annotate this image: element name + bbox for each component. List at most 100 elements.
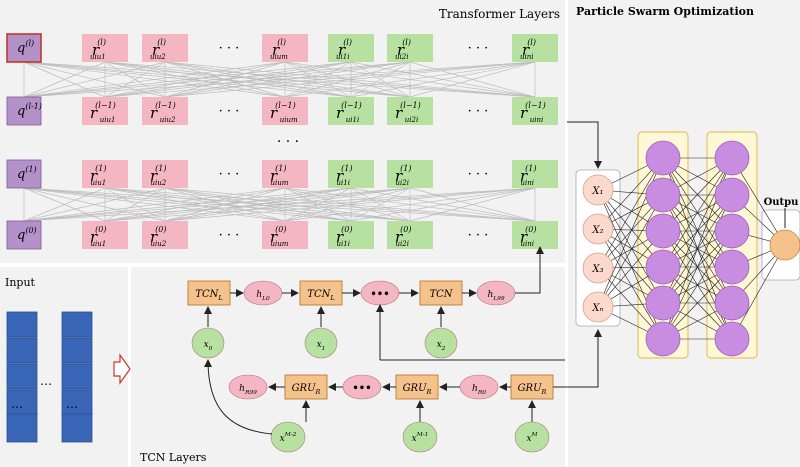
item-embedding-box bbox=[512, 97, 558, 125]
r-label: r(0)uiu1 bbox=[90, 225, 107, 248]
hidden-node-layer-2 bbox=[714, 177, 750, 213]
input-block bbox=[61, 389, 93, 416]
row-ellipsis: · · · bbox=[468, 41, 489, 56]
residual-arrow bbox=[204, 359, 273, 435]
hidden-node-layer-1 bbox=[645, 285, 681, 321]
r-label: r(1)ui2i bbox=[395, 164, 412, 187]
attention-connections bbox=[23, 61, 536, 222]
pso-input-label: X₃ bbox=[591, 264, 603, 275]
input-node-x1-label: x1 bbox=[317, 340, 326, 352]
input-dots-2: … bbox=[11, 397, 23, 411]
gru-box-3-label: GRUR bbox=[518, 383, 547, 396]
input-to-tcn-arrow bbox=[113, 353, 131, 385]
item-embedding-box bbox=[387, 97, 433, 125]
attention-line bbox=[23, 61, 536, 98]
attention-line bbox=[164, 187, 411, 222]
pso-edge bbox=[662, 230, 733, 340]
q-box bbox=[6, 159, 42, 189]
r-label: r(1)uini bbox=[520, 164, 537, 187]
pso-edge bbox=[731, 244, 786, 340]
input-node-xm-label: xM bbox=[526, 432, 538, 444]
attention-line bbox=[409, 61, 536, 98]
input-block bbox=[6, 311, 38, 338]
attention-line bbox=[164, 187, 286, 222]
q-label: q(0) bbox=[17, 226, 37, 243]
attention-line bbox=[164, 61, 286, 98]
r-label: r(0)uiu2 bbox=[150, 225, 167, 248]
user-embedding-box bbox=[142, 160, 188, 188]
pso-edge bbox=[597, 228, 664, 340]
tcn-to-transformer-arrow bbox=[515, 246, 544, 294]
input-node-xm1-label: xM-1 bbox=[412, 432, 429, 444]
tcn-box-1-label: TCNL bbox=[195, 289, 222, 302]
transformer-title: Transformer Layers bbox=[439, 7, 560, 21]
hidden-node-layer-2 bbox=[714, 140, 750, 176]
user-embedding-box bbox=[82, 34, 128, 62]
attention-line bbox=[350, 61, 411, 98]
input-blocks bbox=[6, 311, 93, 443]
dots-node-bottom-label: ••• bbox=[352, 383, 371, 394]
attention-line bbox=[104, 187, 286, 222]
input-node-x2 bbox=[424, 327, 458, 359]
input-node-x2-label: x2 bbox=[437, 340, 446, 352]
tcn-title: TCN Layers bbox=[140, 451, 207, 464]
attention-line bbox=[23, 187, 411, 222]
hidden-node-layer-1 bbox=[645, 321, 681, 357]
input-block bbox=[61, 311, 93, 338]
attention-line bbox=[104, 187, 352, 222]
attention-line bbox=[23, 61, 411, 98]
attention-line bbox=[104, 61, 352, 98]
item-embedding-box bbox=[387, 34, 433, 62]
attention-line bbox=[409, 187, 536, 222]
hidden-node-layer-1 bbox=[645, 140, 681, 176]
r-label: r(l−1)uium bbox=[270, 101, 298, 124]
item-embedding-box bbox=[512, 221, 558, 249]
pso-input-node bbox=[582, 174, 614, 206]
input-block bbox=[61, 337, 93, 364]
user-embedding-box bbox=[142, 34, 188, 62]
attention-line bbox=[23, 187, 286, 222]
user-embedding-box bbox=[82, 160, 128, 188]
row-ellipsis: · · · bbox=[219, 167, 240, 182]
q-box bbox=[6, 33, 42, 63]
attention-line bbox=[104, 61, 286, 98]
item-embedding-box bbox=[328, 97, 374, 125]
user-embedding-box bbox=[262, 221, 308, 249]
q-box bbox=[6, 96, 42, 126]
hidden-node-layer-1 bbox=[645, 213, 681, 249]
pso-edge bbox=[597, 189, 664, 304]
pso-edge bbox=[662, 157, 733, 268]
q-label: q(1) bbox=[17, 165, 37, 182]
attention-line bbox=[23, 61, 106, 98]
hidden-node-layer-2 bbox=[714, 249, 750, 285]
r-label: r(l)uium bbox=[270, 38, 288, 61]
pso-input-label: X₂ bbox=[591, 225, 603, 236]
r-label: r(1)uiu1 bbox=[90, 164, 107, 187]
row-ellipsis: · · · bbox=[468, 228, 489, 243]
row-ellipsis: · · · bbox=[468, 104, 489, 119]
r-label: r(l−1)ui2i bbox=[395, 101, 421, 124]
tcn-box-3-label: TCN bbox=[429, 289, 453, 300]
pso-edge bbox=[597, 194, 664, 308]
user-embedding-box bbox=[262, 97, 308, 125]
attention-line bbox=[23, 187, 166, 222]
pso-input-node bbox=[582, 291, 614, 323]
item-embedding-box bbox=[328, 160, 374, 188]
attention-line bbox=[23, 61, 166, 98]
r-label: r(l−1)uini bbox=[520, 101, 546, 124]
attention-line bbox=[284, 61, 536, 98]
attention-line bbox=[284, 187, 536, 222]
input-dots-3: … bbox=[66, 397, 78, 411]
r-label: r(1)ui1i bbox=[336, 164, 353, 187]
row-ellipsis: · · · bbox=[219, 104, 240, 119]
input-node-x0-label: x0 bbox=[204, 340, 213, 352]
r-label: r(1)uiu2 bbox=[150, 164, 167, 187]
output-node bbox=[769, 229, 800, 261]
r-label: r(0)ui1i bbox=[336, 225, 353, 248]
gru-box-1 bbox=[284, 374, 328, 400]
attention-line bbox=[23, 61, 286, 98]
